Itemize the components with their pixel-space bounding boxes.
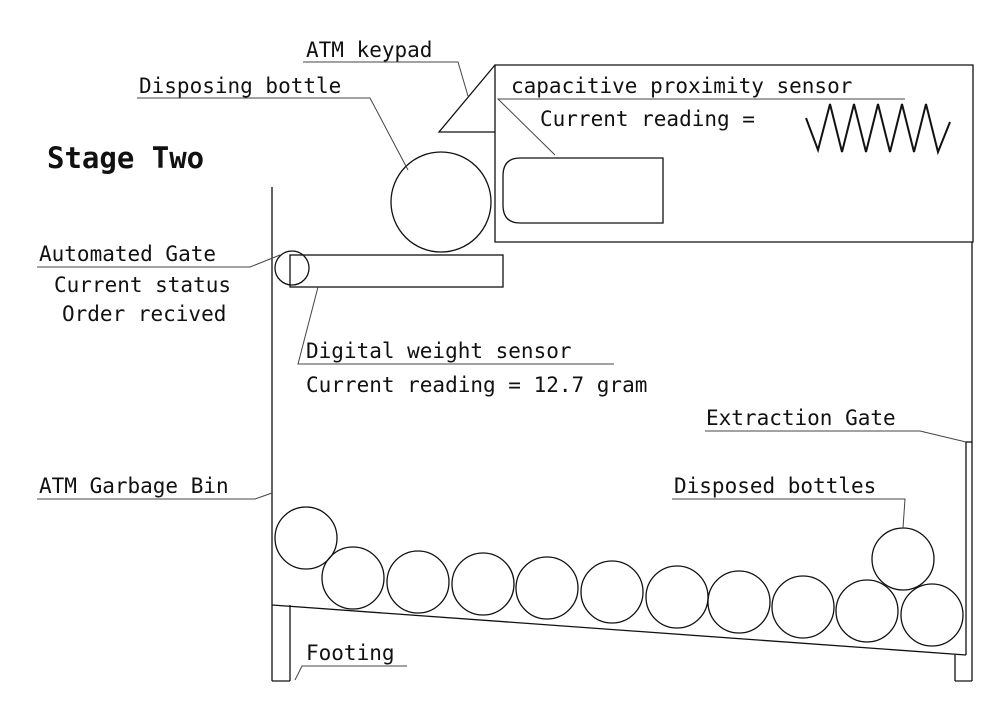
atm-keypad-leader	[303, 61, 469, 97]
label-disposing-bottle: Disposing bottle	[139, 74, 341, 98]
label-gate-status-value: Order recived	[62, 302, 226, 326]
atm-housing-outline	[494, 64, 974, 243]
disposed-bottle	[580, 560, 644, 624]
weight-sensor-leader	[297, 286, 614, 365]
atm-upper-housing	[437, 64, 974, 243]
label-garbage-bin: ATM Garbage Bin	[39, 474, 229, 498]
label-atm-keypad: ATM keypad	[306, 38, 432, 62]
label-weight-reading: Current reading = 12.7 gram	[306, 373, 647, 397]
disposed-bottle	[386, 550, 450, 614]
proximity-sensor-leader	[496, 98, 905, 156]
disposing-bottle	[390, 151, 492, 253]
leader-lines	[37, 61, 967, 681]
label-proximity-sensor: capacitive proximity sensor	[511, 74, 852, 98]
label-extraction-gate: Extraction Gate	[706, 406, 896, 430]
disposed-bottle	[871, 527, 935, 591]
extraction-gate-leader	[705, 430, 967, 443]
automated-gate-leader	[37, 254, 281, 268]
weight-sensor-platform	[289, 254, 504, 288]
disposing-bottle-leader	[137, 97, 409, 171]
disposed-bottles-leader	[672, 498, 906, 529]
garbage-bin-leader	[37, 492, 273, 500]
disposed-bottle	[707, 570, 771, 634]
disposed-bottle	[515, 556, 579, 620]
disposed-bottle	[321, 546, 385, 610]
atm-garbage-bin	[271, 187, 973, 682]
label-automated-gate: Automated Gate	[39, 242, 216, 266]
label-weight-sensor: Digital weight sensor	[306, 339, 572, 363]
atm-keypad-slant	[437, 64, 496, 133]
disposed-bottle	[771, 575, 835, 639]
footing-leader	[294, 665, 407, 681]
disposed-bottles	[274, 506, 964, 647]
atm-keypad-panel	[502, 157, 664, 224]
disposed-bottle	[274, 506, 338, 570]
label-gate-status: Current status	[54, 273, 231, 297]
disposed-bottle	[835, 579, 899, 643]
label-footing: Footing	[306, 641, 395, 665]
label-disposed-bottles: Disposed bottles	[674, 474, 876, 498]
proximity-reading-waveform	[805, 103, 951, 156]
labels: ATM keypad Disposing bottle capacitive p…	[39, 38, 896, 665]
disposed-bottle	[900, 583, 964, 647]
automated-gate-assembly	[274, 250, 504, 288]
disposed-bottle	[451, 552, 515, 616]
disposed-bottle	[645, 565, 709, 629]
automated-gate-pivot	[274, 250, 310, 286]
label-proximity-reading: Current reading =	[540, 107, 755, 131]
diagram-title: Stage Two	[47, 141, 204, 175]
bin-sloped-floor	[271, 604, 967, 656]
